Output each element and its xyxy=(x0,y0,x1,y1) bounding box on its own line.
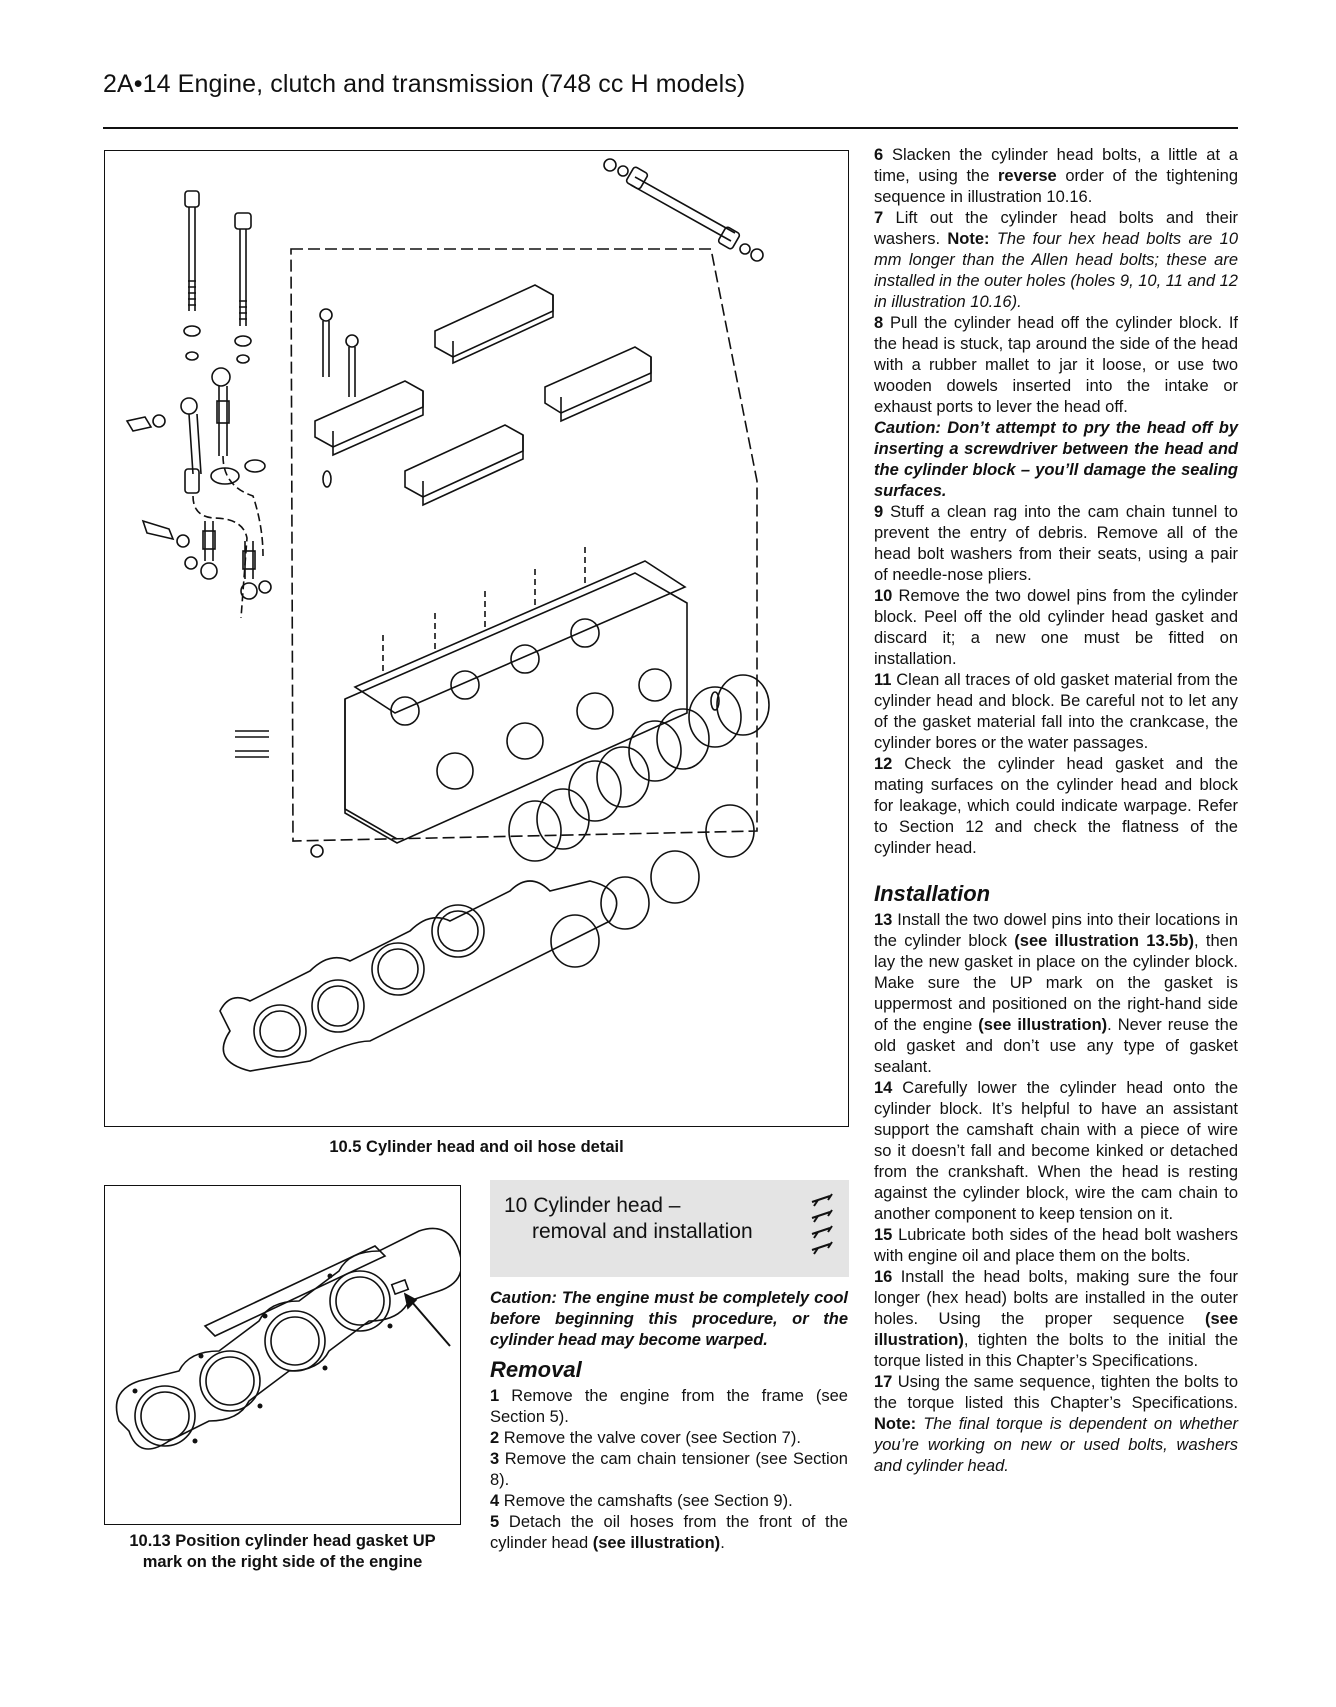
step-12: 12 Check the cylinder head gasket and th… xyxy=(874,755,1238,857)
oil-hoses xyxy=(125,367,272,619)
figure-10-13 xyxy=(104,1185,461,1525)
figure-10-5 xyxy=(104,150,849,1127)
section-title-line1: Cylinder head – xyxy=(533,1194,681,1217)
oil-pipe xyxy=(603,158,764,262)
step-5: 5 Detach the oil hoses from the front of… xyxy=(490,1513,848,1552)
right-column: 6 Slacken the cylinder head bolts, a lit… xyxy=(874,145,1238,1477)
gasket-drawing xyxy=(115,1227,460,1450)
section-subtitle: removal and installation xyxy=(532,1220,753,1243)
step-8: 8 Pull the cylinder head off the cylinde… xyxy=(874,314,1238,416)
caption-line-1: 10.13 Position cylinder head gasket UP xyxy=(129,1532,436,1550)
step-10: 10 Remove the two dowel pins from the cy… xyxy=(874,587,1238,668)
step-2: 2 Remove the valve cover (see Section 7)… xyxy=(490,1429,801,1447)
header-rule xyxy=(103,127,1238,129)
step-6: 6 Slacken the cylinder head bolts, a lit… xyxy=(874,146,1238,206)
cylinder-head xyxy=(235,543,720,858)
section-number: 10 xyxy=(504,1194,528,1217)
step-17: 17 Using the same sequence, tighten the … xyxy=(874,1373,1238,1475)
caution-text: Caution: The engine must be completely c… xyxy=(490,1289,848,1349)
wrench-difficulty-icon xyxy=(811,1193,833,1255)
step-9: 9 Stuff a clean rag into the cam chain t… xyxy=(874,503,1238,584)
figure-10-5-caption: 10.5 Cylinder head and oil hose detail xyxy=(329,1138,624,1156)
step-13: 13 Install the two dowel pins into their… xyxy=(874,911,1238,1076)
step-3: 3 Remove the cam chain tensioner (see Se… xyxy=(490,1450,848,1489)
step-4: 4 Remove the camshafts (see Section 9). xyxy=(490,1492,793,1510)
cam-holders xyxy=(314,284,652,507)
cylinder-head-exploded-drawing xyxy=(125,158,770,1072)
step-14: 14 Carefully lower the cylinder head ont… xyxy=(874,1079,1238,1223)
caution-8: Caution: Don’t attempt to pry the head o… xyxy=(874,419,1238,500)
installation-heading: Installation xyxy=(874,881,991,906)
step-16: 16 Install the head bolts, making sure t… xyxy=(874,1268,1238,1370)
step-1: 1 Remove the engine from the frame (see … xyxy=(490,1387,848,1426)
middle-column: Caution: The engine must be completely c… xyxy=(490,1288,848,1554)
figure-10-13-caption: 10.13 Position cylinder head gasket UP m… xyxy=(104,1531,461,1573)
caption-line-2: mark on the right side of the engine xyxy=(142,1553,423,1571)
intake-boots xyxy=(508,674,770,968)
head-bolts xyxy=(183,190,252,364)
page-header: 2A•14 Engine, clutch and transmission (7… xyxy=(103,70,746,98)
step-7: 7 Lift out the cylinder head bolts and t… xyxy=(874,209,1239,311)
removal-heading: Removal xyxy=(490,1357,582,1382)
head-gasket xyxy=(219,880,618,1072)
step-15: 15 Lubricate both sides of the head bolt… xyxy=(874,1226,1238,1265)
step-11: 11 Clean all traces of old gasket materi… xyxy=(874,671,1238,752)
